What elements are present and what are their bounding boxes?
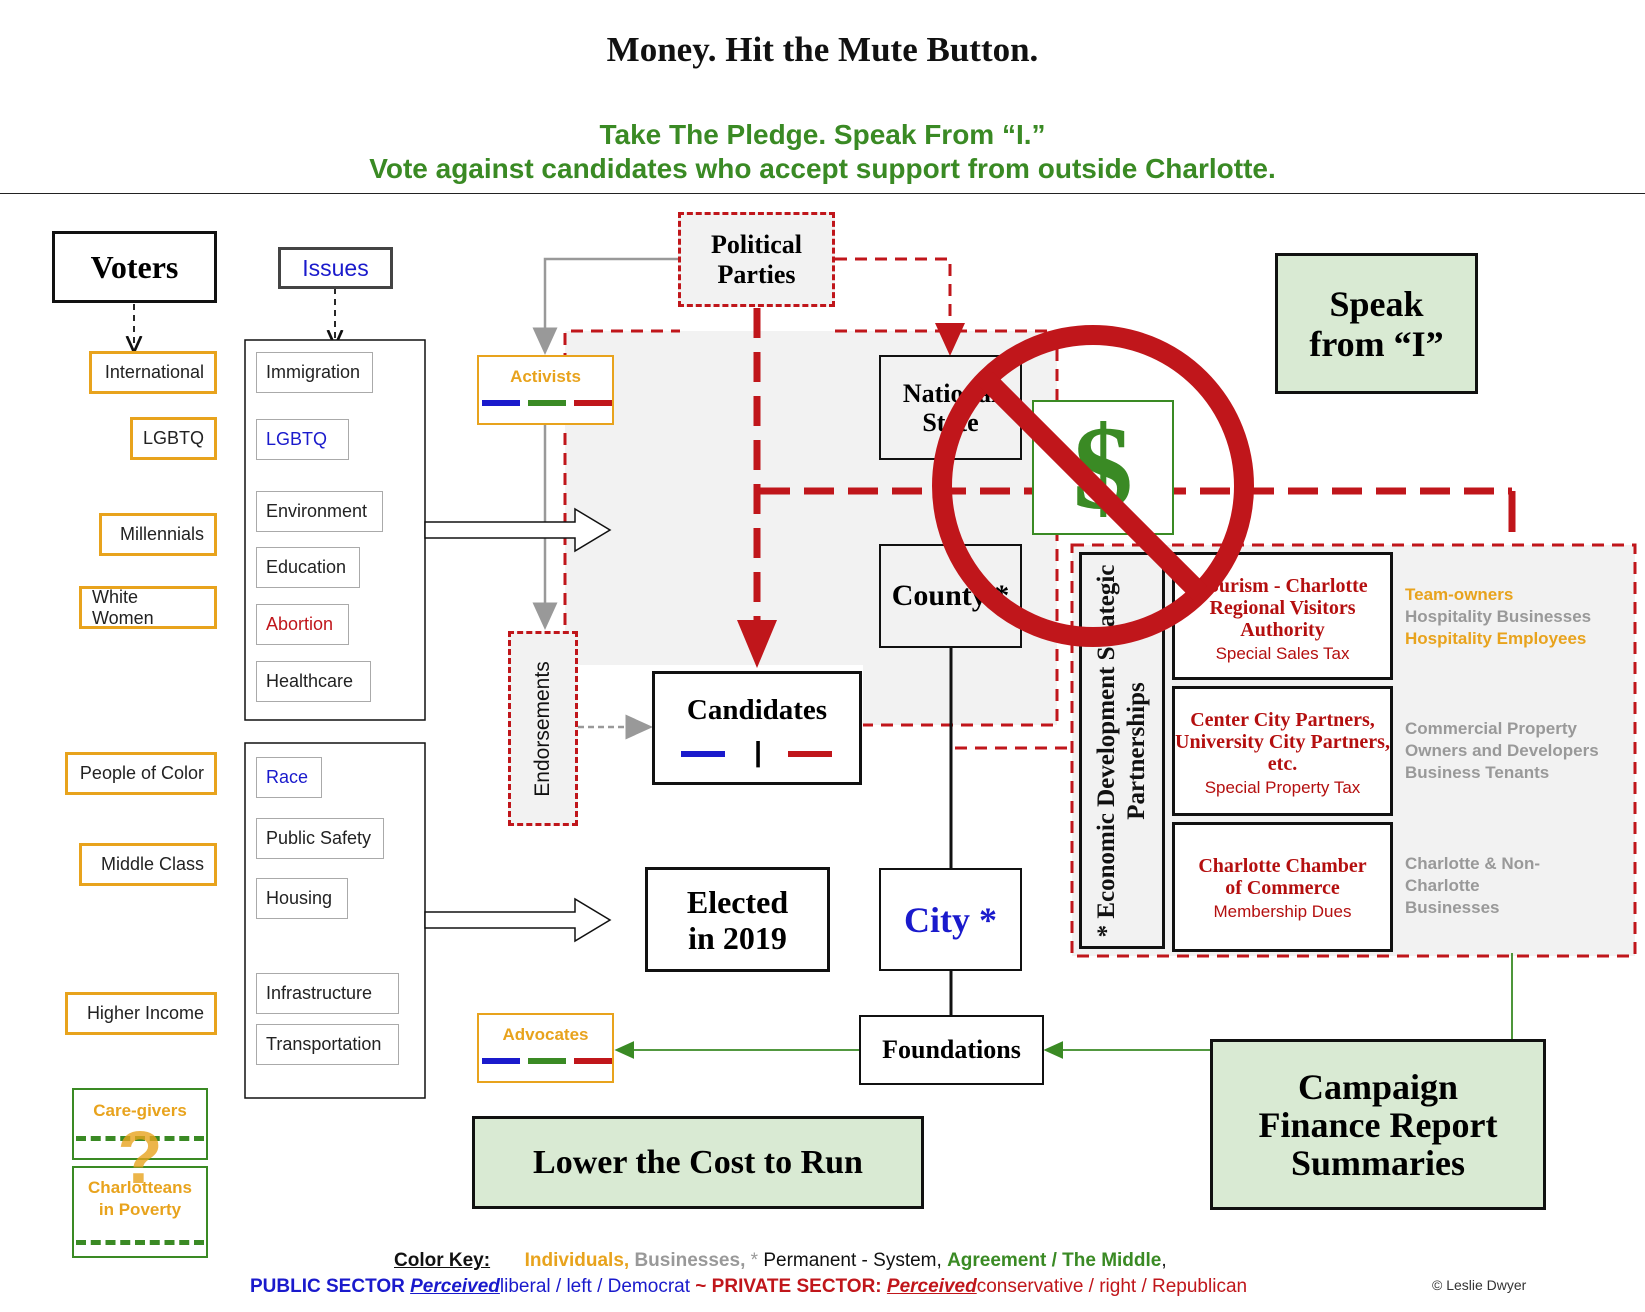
key-permanent: Permanent - System, <box>763 1250 942 1271</box>
voter-group-people-of-color: People of Color <box>65 752 217 795</box>
prohibition-icon <box>932 325 1254 647</box>
color-key-line-2: PUBLIC SECTOR Perceivedliberal / left / … <box>250 1276 1247 1298</box>
header-divider <box>0 193 1645 194</box>
activists-box: Activists <box>477 355 614 425</box>
pledge-line-1: Take The Pledge. Speak From “I.” <box>599 119 1046 150</box>
elected-box: Elected in 2019 <box>645 867 830 972</box>
org-chamber-name: Charlotte Chamber of Commerce <box>1198 855 1367 899</box>
org-center-city-name: Center City Partners, University City Pa… <box>1175 709 1390 775</box>
color-key-line-1: Color Key: Individuals, Businesses, * Pe… <box>394 1250 1167 1272</box>
team-owners-label: Team-owners <box>1405 585 1514 604</box>
voters-box: Voters <box>52 231 217 303</box>
city-box: City * <box>879 868 1022 971</box>
issues-box: Issues <box>278 247 393 289</box>
voter-group-international: International <box>89 351 217 394</box>
voter-group-millennials: Millennials <box>99 513 217 556</box>
question-mark-icon: ? <box>117 1116 163 1199</box>
issue-public-safety: Public Safety <box>256 818 384 859</box>
key-tilde: ~ <box>695 1276 707 1297</box>
org-chamber: Charlotte Chamber of Commerce Membership… <box>1172 822 1393 952</box>
org-center-city: Center City Partners, University City Pa… <box>1172 686 1393 816</box>
voter-group-poverty: Charlotteans in Poverty <box>72 1166 208 1258</box>
advocates-box: Advocates <box>477 1013 614 1083</box>
issue-healthcare: Healthcare <box>256 661 371 702</box>
voter-group-lgbtq: LGBTQ <box>130 417 217 460</box>
key-perceived-public: Perceived <box>410 1276 500 1297</box>
org-chamber-funding: Membership Dues <box>1213 902 1352 921</box>
key-individuals: Individuals, <box>524 1250 630 1271</box>
key-star: * <box>750 1250 759 1271</box>
campaign-finance-box: Campaign Finance Report Summaries <box>1210 1039 1546 1210</box>
candidates-label: Candidates <box>686 694 828 726</box>
endorsements-box: Endorsements <box>508 631 578 826</box>
voter-group-care-givers: Care-givers <box>72 1088 208 1160</box>
page-title: Money. Hit the Mute Button. <box>606 30 1039 69</box>
voter-group-middle-class: Middle Class <box>79 843 217 886</box>
key-comma: , <box>1161 1250 1167 1271</box>
issue-abortion: Abortion <box>256 604 349 645</box>
issue-immigration: Immigration <box>256 352 373 393</box>
lower-cost-box: Lower the Cost to Run <box>472 1116 924 1209</box>
care-givers-label: Care-givers <box>93 1101 187 1120</box>
key-agreement: Agreement / The Middle <box>947 1250 1162 1271</box>
endorsements-label: Endorsements <box>531 660 554 797</box>
issue-education: Education <box>256 547 360 588</box>
pledge-line-2: Vote against candidates who accept suppo… <box>369 153 1276 184</box>
org-center-city-funding: Special Property Tax <box>1204 778 1361 797</box>
private-stakeholders-businesses: Charlotte & Non-Charlotte Businesses <box>1405 854 1541 917</box>
key-businesses: Businesses, <box>634 1250 746 1271</box>
hospitality-businesses-label: Hospitality Businesses <box>1405 607 1592 626</box>
voter-group-white-women: White Women <box>79 586 217 629</box>
issue-environment: Environment <box>256 491 383 532</box>
org-tourism-name: Tourism - Charlotte Regional Visitors Au… <box>1197 575 1368 641</box>
voter-group-higher-income: Higher Income <box>65 992 217 1035</box>
advocates-label: Advocates <box>502 1025 589 1044</box>
foundations-box: Foundations <box>859 1015 1044 1085</box>
key-liberal: liberal / left / Democrat <box>499 1276 690 1297</box>
key-perceived-private: Perceived <box>886 1276 977 1297</box>
org-tourism: Tourism - Charlotte Regional Visitors Au… <box>1172 552 1393 680</box>
issue-race: Race <box>256 757 322 798</box>
political-parties-box: Political Parties <box>678 212 835 307</box>
speak-from-i-box: Speak from “I” <box>1275 253 1478 394</box>
issue-transportation: Transportation <box>256 1024 399 1065</box>
poverty-label: Charlotteans in Poverty <box>88 1178 192 1219</box>
issue-housing: Housing <box>256 878 348 919</box>
key-conservative: conservative / right / Republican <box>976 1276 1248 1297</box>
color-key-label: Color Key: <box>394 1250 491 1271</box>
activists-label: Activists <box>510 367 581 386</box>
candidates-divider: | <box>754 736 762 767</box>
key-public-sector: PUBLIC SECTOR <box>250 1276 405 1297</box>
credit-label: © Leslie Dwyer <box>1432 1277 1527 1293</box>
issue-infrastructure: Infrastructure <box>256 973 399 1014</box>
hospitality-employees-label: Hospitality Employees <box>1405 629 1587 648</box>
private-stakeholders-property: Commercial Property Owners and Developer… <box>1405 719 1599 782</box>
candidates-box: Candidates | <box>652 671 862 785</box>
org-tourism-funding: Special Sales Tax <box>1215 644 1350 663</box>
key-private-sector: PRIVATE SECTOR: <box>711 1276 882 1297</box>
private-stakeholders-tourism: Team-owners Hospitality Businesses Hospi… <box>1405 584 1630 650</box>
issue-lgbtq: LGBTQ <box>256 419 349 460</box>
